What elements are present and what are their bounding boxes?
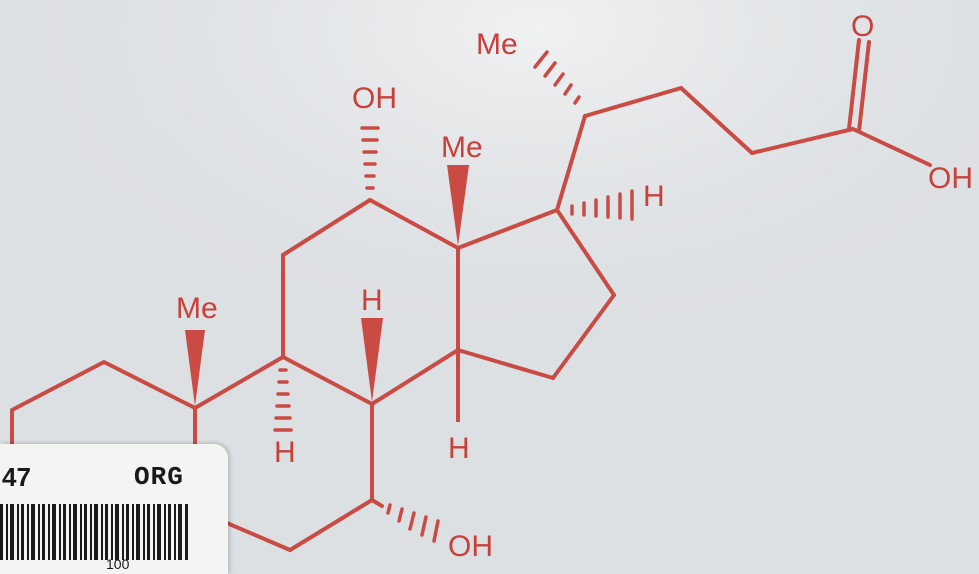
label-me-c21: Me <box>476 28 518 61</box>
sticker-serial-partial: 100 <box>106 556 130 572</box>
label-h-c14: H <box>448 432 470 465</box>
label-oh-c12: OH <box>352 82 397 115</box>
label-me-c18: Me <box>441 131 483 164</box>
stereo-hashes <box>273 50 634 543</box>
label-h-c17: H <box>643 180 665 213</box>
stereo-wedges <box>185 165 469 422</box>
label-oh-acid: OH <box>928 162 973 195</box>
label-h-c8: H <box>361 284 383 317</box>
bond-skeleton <box>10 38 932 552</box>
barcode-icon <box>0 504 188 560</box>
sticker-department: ORG <box>134 462 184 492</box>
sticker-code: 47 <box>2 462 31 492</box>
barcode-sticker: 47 ORG <box>0 444 228 574</box>
label-o-carbonyl: O <box>851 10 874 43</box>
label-h-c9: H <box>274 436 296 469</box>
atom-labels: OH Me Me O OH H Me H H H OH <box>176 10 973 562</box>
label-oh-c7: OH <box>448 530 493 562</box>
label-me-c19: Me <box>176 292 218 325</box>
